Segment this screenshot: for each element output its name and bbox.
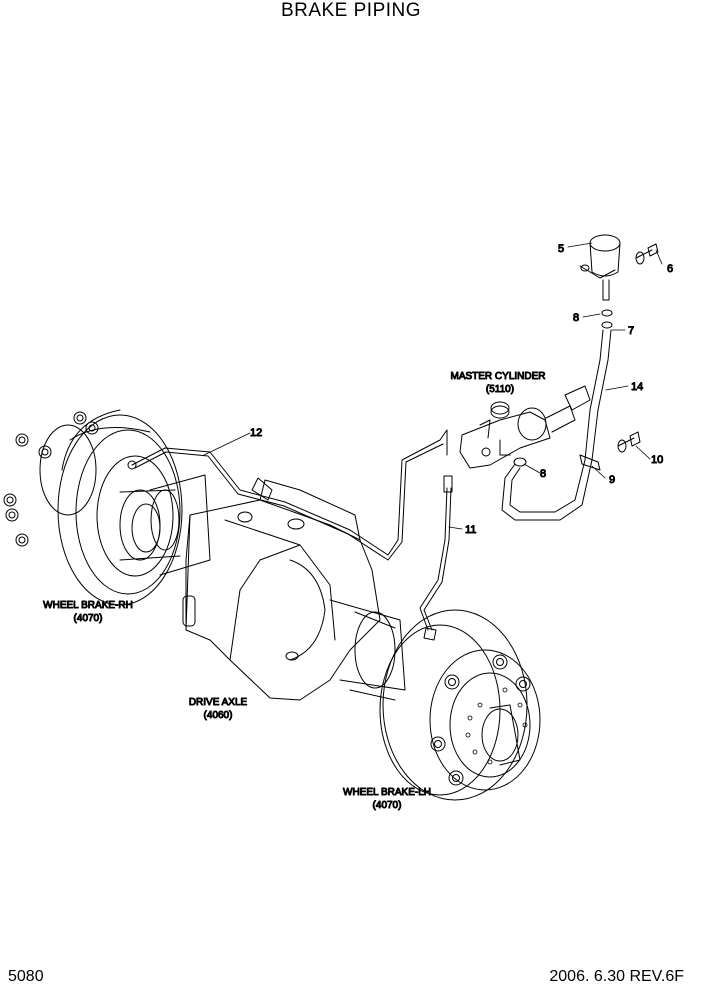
- callout-5: 5: [558, 243, 564, 255]
- label-wheel-brake-rh-ref: (4070): [74, 613, 103, 624]
- wheel-brake-lh: [379, 609, 541, 801]
- label-drive-axle-ref: (4060): [204, 710, 233, 721]
- bolt-6: [635, 243, 659, 265]
- callout-11: 11: [465, 524, 476, 536]
- label-wheel-brake-rh: WHEEL BRAKE-RH: [43, 600, 133, 611]
- callout-7: 7: [628, 325, 634, 337]
- bolt-10: [617, 431, 641, 453]
- page-number: 5080: [8, 968, 44, 985]
- callout-14: 14: [631, 381, 643, 393]
- revision-date: 2006. 6.30 REV.6F: [549, 968, 684, 985]
- callout-12: 12: [250, 427, 262, 439]
- return-hose-14: [501, 309, 613, 521]
- drive-axle: [149, 474, 406, 701]
- label-drive-axle: DRIVE AXLE: [189, 697, 248, 708]
- label-wheel-brake-lh: WHEEL BRAKE-LH: [343, 787, 431, 798]
- callout-6: 6: [667, 263, 673, 275]
- callout-8-lower: 8: [540, 468, 546, 480]
- page-title: BRAKE PIPING: [280, 0, 422, 21]
- brake-pipe-11: [419, 475, 453, 641]
- brake-pipe-12: [127, 429, 448, 561]
- reservoir: [579, 234, 621, 301]
- callout-10: 10: [651, 454, 663, 466]
- callout-9: 9: [609, 474, 615, 486]
- label-wheel-brake-lh-ref: (4070): [373, 800, 402, 811]
- label-master-cylinder: MASTER CYLINDER: [450, 371, 545, 382]
- clamp-9: [579, 454, 601, 471]
- master-cylinder: [459, 385, 591, 469]
- clip-8-lower: [513, 457, 527, 467]
- label-master-cylinder-ref: (5110): [486, 384, 514, 395]
- wheel-brake-rh: [3, 409, 183, 606]
- callout-8-upper: 8: [573, 312, 579, 324]
- leader-lines: [203, 242, 663, 530]
